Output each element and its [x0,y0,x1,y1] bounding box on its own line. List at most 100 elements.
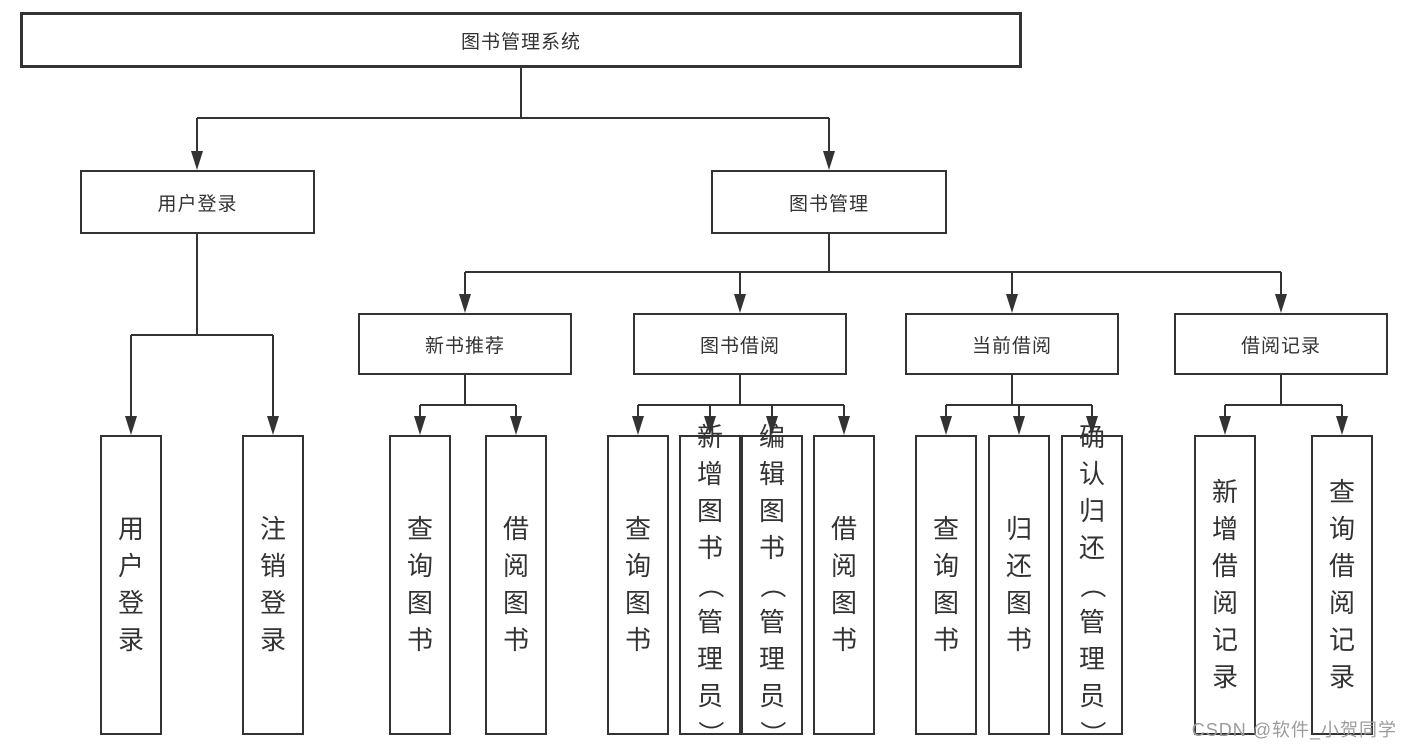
vertical-label-char: 借 [1328,551,1355,581]
arrowhead-icons [125,151,1348,435]
vertical-label-char: 辑 [758,458,785,489]
vertical-label-char: 认 [1078,458,1105,489]
leaf-add-borrow-record: 新增借阅记录 [1194,435,1256,735]
vertical-label-char: 理 [1078,643,1105,674]
leaf-add-books-admin: 新增图书 （ 管理员 ） [679,422,741,746]
node-borrowing-records: 借阅记录 [1174,313,1388,375]
node-label: 图书管理系统 [460,31,581,53]
vertical-label-char: 还 [1005,551,1032,581]
vertical-label-char: 增 [1211,514,1238,544]
leaf-query-borrow-record: 查询借阅记录 [1311,435,1373,735]
vertical-label-char: 询 [624,551,651,581]
leaf-return-books: 归还图书 [988,435,1050,735]
vertical-label-char: 注 [259,514,286,544]
vertical-label-char: 借 [830,514,857,544]
vertical-label-char: 查 [624,514,651,544]
vertical-label-char: 图 [758,495,785,526]
vertical-label-char: 销 [259,551,286,581]
vertical-label-char: 询 [1328,514,1355,544]
node-book-borrowing: 图书借阅 [633,313,847,375]
node-current-borrowing: 当前借阅 [905,313,1119,375]
vertical-label-char: ） [695,719,726,746]
vertical-label-char: 员 [758,680,785,711]
vertical-label-char: 录 [1211,662,1238,692]
vertical-label-char: 查 [932,514,959,544]
vertical-label-char: 管 [696,606,723,637]
vertical-label-char: 借 [502,514,529,544]
node-label: 图书借阅 [699,335,780,357]
vertical-label-char: 记 [1211,625,1238,655]
leaf-edit-books-admin: 编辑图书 （ 管理员 ） [741,422,803,746]
leaf-borrow-books: 借阅图书 [813,435,875,735]
vertical-label-char: 书 [502,625,529,655]
vertical-label-char: 新 [696,421,723,452]
vertical-label-char: 新 [1211,477,1238,507]
vertical-label-char: 归 [1078,495,1105,526]
vertical-label-char: 户 [117,551,144,581]
vertical-label-char: 书 [1005,625,1032,655]
vertical-label-char: 录 [259,625,286,655]
leaf-query-books-recommend: 查询图书 [389,435,451,735]
vertical-label-char: 用 [117,514,144,544]
vertical-label-char: 书 [624,625,651,655]
vertical-label-char: 借 [1211,551,1238,581]
vertical-label-char: 阅 [502,551,529,581]
vertical-label-char: 图 [932,588,959,618]
leaf-query-books-borrow: 查询图书 [607,435,669,735]
leaf-borrow-books-recommend: 借阅图书 [485,435,547,735]
vertical-label-char: 书 [830,625,857,655]
node-label: 新书推荐 [424,335,505,357]
vertical-label-char: ） [757,719,788,746]
vertical-label-char: 登 [117,588,144,618]
node-new-book-recommendation: 新书推荐 [358,313,572,375]
vertical-label-char: 管 [1078,606,1105,637]
vertical-label-char: 录 [1328,662,1355,692]
vertical-label-char: 图 [1005,588,1032,618]
vertical-label-char: 归 [1005,514,1032,544]
vertical-label-char: 询 [406,551,433,581]
leaf-query-books-current: 查询图书 [915,435,977,735]
vertical-label-char: 图 [830,588,857,618]
node-label: 图书管理 [788,193,869,215]
vertical-label-char: 阅 [1328,588,1355,618]
vertical-label-char: 编 [758,421,785,452]
vertical-label-char: 员 [696,680,723,711]
vertical-label-char: ） [1077,719,1108,746]
vertical-label-char: 图 [406,588,433,618]
vertical-label-char: 书 [932,625,959,655]
vertical-label-char: （ [695,571,726,598]
vertical-label-char: 图 [624,588,651,618]
vertical-label-char: 录 [117,625,144,655]
node-label: 借阅记录 [1240,335,1321,357]
vertical-label-char: 查 [406,514,433,544]
csdn-watermark: CSDN @软件_小贺同学 [1191,720,1397,740]
leaf-confirm-return-admin: 确认归还 （ 管理员 ） [1061,422,1123,746]
node-library-management-system: 图书管理系统 [20,12,1022,68]
vertical-label-char: 阅 [830,551,857,581]
vertical-label-char: 确 [1078,421,1105,452]
vertical-label-char: 登 [259,588,286,618]
vertical-label-char: （ [757,571,788,598]
vertical-label-char: 员 [1078,680,1105,711]
vertical-label-char: （ [1077,571,1108,598]
vertical-label-char: 增 [696,458,723,489]
node-book-management: 图书管理 [711,170,947,234]
vertical-label-char: 书 [406,625,433,655]
vertical-label-char: 图 [502,588,529,618]
vertical-label-char: 查 [1328,477,1355,507]
vertical-label-char: 询 [932,551,959,581]
leaf-user-login: 用户登录 [100,435,162,735]
node-user-login: 用户登录 [80,170,315,234]
vertical-label-char: 书 [758,532,785,563]
node-label: 用户登录 [157,193,238,215]
vertical-label-char: 书 [696,532,723,563]
vertical-label-char: 图 [696,495,723,526]
leaf-logout: 注销登录 [242,435,304,735]
vertical-label-char: 还 [1078,532,1105,563]
vertical-label-char: 记 [1328,625,1355,655]
vertical-label-char: 理 [758,643,785,674]
vertical-label-char: 理 [696,643,723,674]
vertical-label-char: 管 [758,606,785,637]
